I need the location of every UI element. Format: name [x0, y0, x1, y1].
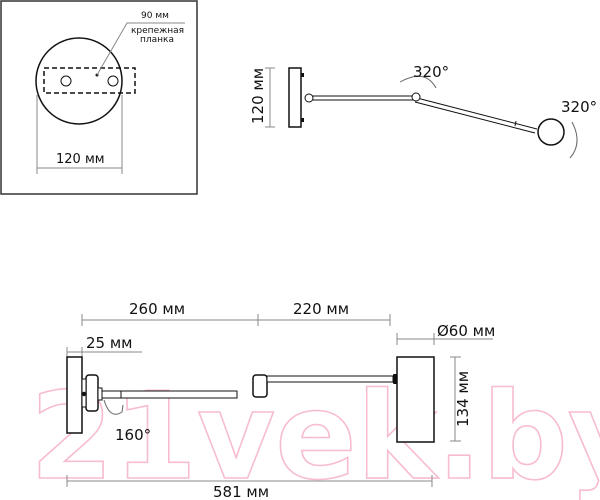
panel-frame	[0, 0, 198, 195]
mounting-plate-outline	[43, 67, 136, 94]
plate-note-line2: планка	[140, 35, 174, 45]
side-view: 120 мм 320° 320°	[249, 63, 597, 159]
wall-base-circle	[35, 37, 123, 125]
front-view: 260 мм 220 мм 25 мм 160° Ø60 мм 1	[66, 300, 495, 500]
arm1-length-label: 260 мм	[129, 300, 185, 318]
arm2-length-label: 220 мм	[293, 300, 349, 318]
front-wall-base	[66, 356, 83, 434]
base-rotation-arc	[103, 399, 124, 415]
front-arm1	[101, 390, 238, 399]
shade-height-label: 134 мм	[454, 371, 472, 427]
base-diameter-label: 120 мм	[56, 152, 105, 167]
head-rotation-label: 320°	[561, 98, 597, 116]
plate-leader-line	[96, 22, 185, 76]
side-height-label: 120 мм	[249, 68, 267, 124]
mounting-hole-right	[107, 75, 119, 87]
elbow-rotation-label: 320°	[413, 63, 449, 81]
side-shade-head	[537, 118, 565, 146]
mounting-hole-left	[60, 75, 72, 87]
watermark: 21vek.by	[30, 368, 600, 500]
plate-note-line1: крепежная	[131, 26, 184, 36]
front-arm2	[266, 375, 394, 383]
side-joint-base	[304, 93, 314, 103]
elbow-rotation-arc	[399, 75, 437, 89]
total-length-label: 581 мм	[213, 483, 269, 500]
shade-diameter-label: Ø60 мм	[437, 322, 495, 340]
head-rotation-arc	[569, 121, 578, 159]
base-plate-panel: 90 мм крепежная планка 120 мм	[0, 0, 198, 195]
plate-width-label: 90 мм	[141, 11, 169, 21]
side-joint-elbow	[411, 92, 421, 102]
base-depth-label: 25 мм	[86, 334, 133, 352]
front-elbow-joint	[252, 374, 268, 398]
front-base-joint	[85, 374, 99, 412]
base-rotation-label: 160°	[115, 426, 151, 444]
front-shade	[396, 356, 435, 443]
side-wall-base	[288, 67, 302, 128]
